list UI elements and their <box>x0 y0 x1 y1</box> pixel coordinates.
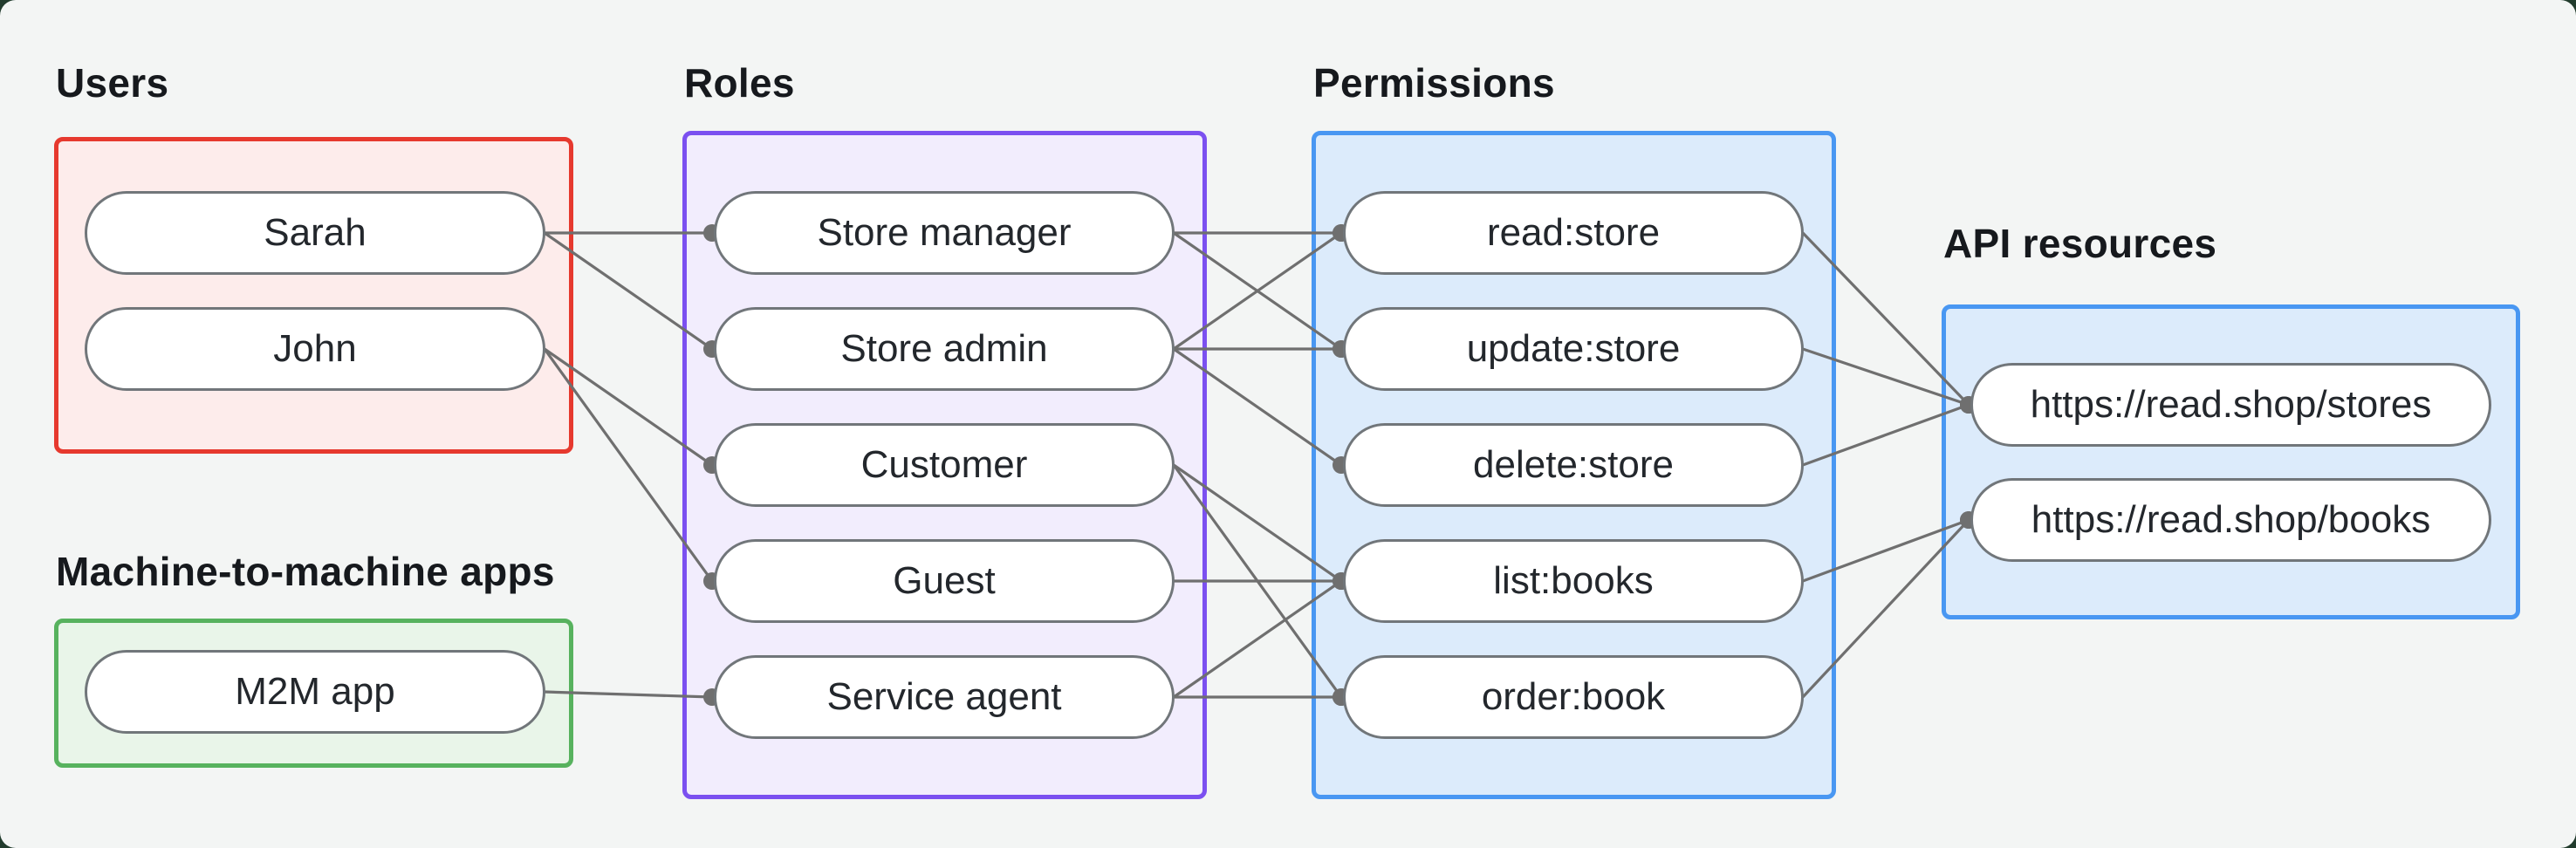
users-group-box <box>54 137 573 454</box>
node-label: list:books <box>1493 559 1654 602</box>
m2m-apps-group-label: Machine-to-machine apps <box>56 549 555 594</box>
api-resources-group-label: API resources <box>1943 221 2217 266</box>
roles-group-label: Roles <box>684 60 795 106</box>
node-label: Store admin <box>840 327 1048 370</box>
users-group-label: Users <box>56 60 169 106</box>
node-permission-read-store: read:store <box>1343 191 1804 275</box>
node-permission-order-book: order:book <box>1343 655 1804 739</box>
node-label: Store manager <box>817 211 1072 254</box>
node-label: read:store <box>1486 211 1661 254</box>
node-label: order:book <box>1481 675 1666 718</box>
node-label: M2M app <box>235 670 395 713</box>
api-resources-group-box <box>1942 304 2520 619</box>
node-permission-update-store: update:store <box>1343 307 1804 391</box>
permissions-group-label: Permissions <box>1313 60 1555 106</box>
node-label: update:store <box>1466 327 1681 370</box>
node-label: https://read.shop/books <box>2031 498 2431 541</box>
node-label: https://read.shop/stores <box>2030 383 2432 426</box>
node-role-customer: Customer <box>714 423 1175 507</box>
node-user-sarah: Sarah <box>85 191 545 275</box>
node-user-john: John <box>85 307 545 391</box>
node-label: Service agent <box>826 675 1062 718</box>
node-role-service-agent: Service agent <box>714 655 1175 739</box>
node-label: John <box>273 327 357 370</box>
node-label: Guest <box>893 559 996 602</box>
node-m2m-app: M2M app <box>85 650 545 734</box>
node-role-store-admin: Store admin <box>714 307 1175 391</box>
node-api-resource-stores: https://read.shop/stores <box>1970 363 2491 447</box>
node-permission-delete-store: delete:store <box>1343 423 1804 507</box>
node-permission-list-books: list:books <box>1343 539 1804 623</box>
node-role-store-manager: Store manager <box>714 191 1175 275</box>
node-label: Customer <box>860 443 1028 486</box>
node-label: Sarah <box>264 211 367 254</box>
node-label: delete:store <box>1473 443 1674 486</box>
node-api-resource-books: https://read.shop/books <box>1970 478 2491 562</box>
node-role-guest: Guest <box>714 539 1175 623</box>
